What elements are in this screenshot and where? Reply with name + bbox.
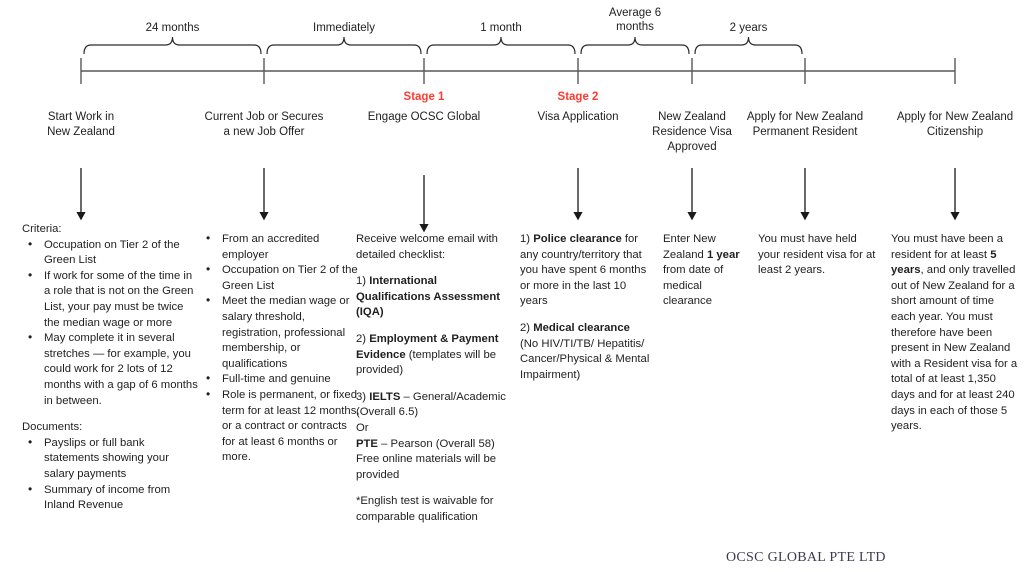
column-engage-ocsc: Receive welcome email with detailed chec… [356, 232, 514, 526]
milestone-title: Apply for New Zealand Citizenship [896, 111, 1014, 138]
arrow-lines [76, 168, 960, 233]
column-residence-visa-approved: Enter New Zealand 1 year from date of me… [663, 232, 743, 310]
segment-duration-label: 1 month [480, 22, 522, 34]
checklist-item-3-or: Or [356, 421, 369, 434]
visa-item-1: 1) Police clearance for any country/terr… [520, 233, 647, 308]
list-item: Meet the median wage or salary threshold… [200, 293, 360, 372]
checklist-intro: Receive welcome email with detailed chec… [356, 233, 498, 261]
visa-item-2: 2) Medical clearance [520, 321, 630, 334]
list-item: Payslips or full bank statements showing… [22, 435, 198, 483]
criteria-list: Occupation on Tier 2 of the Green ListIf… [22, 237, 198, 410]
stage-tag: Stage 1 [403, 91, 445, 103]
milestone-title: Engage OCSC Global [367, 111, 481, 123]
milestone-title: Visa Application [537, 111, 619, 123]
list-item: If work for some of the time in a role t… [22, 268, 198, 331]
documents-list: Payslips or full bank statements showing… [22, 435, 198, 514]
english-test-note: *English test is waivable for comparable… [356, 495, 494, 523]
list-item: Full-time and genuine [200, 371, 360, 388]
milestone-title: Current Job or Secures a new Job Offer [204, 111, 324, 138]
column-current-job: From an accredited employerOccupation on… [200, 231, 360, 466]
list-item: May complete it in several stretches — f… [22, 330, 198, 409]
checklist-item-3: 3) IELTS – General/Academic (Overall 6.5… [356, 390, 506, 419]
segment-brace [694, 36, 803, 55]
segment-brace [83, 36, 262, 55]
segment-brace [580, 36, 690, 55]
column-start-work: Criteria: Occupation on Tier 2 of the Gr… [22, 222, 198, 514]
timeline-ticks [80, 58, 956, 84]
stage-tag: Stage 2 [557, 91, 599, 103]
checklist-item-1: 1) International Qualifications Assessme… [356, 275, 500, 319]
segment-duration-label: 24 months [145, 22, 200, 34]
column-visa-application: 1) Police clearance for any country/terr… [520, 232, 656, 383]
visa-item-2-detail: (No HIV/TI/TB/ Hepatitis/ Cancer/Physica… [520, 337, 650, 381]
list-item: Occupation on Tier 2 of the Green List [200, 262, 360, 294]
column-citizenship: You must have been a resident for at lea… [891, 232, 1019, 435]
citizenship-text: You must have been a resident for at lea… [891, 233, 1018, 433]
checklist-item-3-pte: PTE – Pearson (Overall 58) [356, 437, 495, 450]
list-item: Summary of income from Inland Revenue [22, 481, 198, 514]
milestone-title: New Zealand Residence Visa Approved [652, 111, 732, 153]
documents-heading: Documents: [22, 421, 83, 434]
segment-duration-label: Immediately [313, 22, 375, 34]
segment-duration-label: 2 years [729, 22, 768, 34]
timeline-axis-svg [80, 36, 956, 84]
milestone-title: Start Work in New Zealand [47, 111, 115, 138]
segment-braces [83, 36, 803, 55]
list-item: Occupation on Tier 2 of the Green List [22, 237, 198, 269]
segment-brace [426, 36, 576, 55]
list-item: From an accredited employer [200, 231, 360, 263]
residence-visa-text: Enter New Zealand 1 year from date of me… [663, 233, 740, 308]
criteria-heading: Criteria: [22, 223, 62, 235]
segment-duration-label: Average 6 months [608, 7, 662, 33]
milestone-title: Apply for New Zealand Permanent Resident [746, 111, 864, 138]
column-permanent-resident: You must have held your resident visa fo… [758, 232, 876, 279]
segment-brace [266, 36, 422, 55]
checklist-item-3-free: Free online materials will be provided [356, 453, 497, 481]
company-footer: OCSC GLOBAL PTE LTD [726, 550, 886, 565]
list-item: Role is permanent, or fixed term for at … [200, 387, 360, 466]
checklist-item-2: 2) Employment & Payment Evidence (templa… [356, 332, 499, 377]
job-criteria-list: From an accredited employerOccupation on… [200, 231, 360, 466]
permanent-resident-text: You must have held your resident visa fo… [758, 233, 876, 277]
